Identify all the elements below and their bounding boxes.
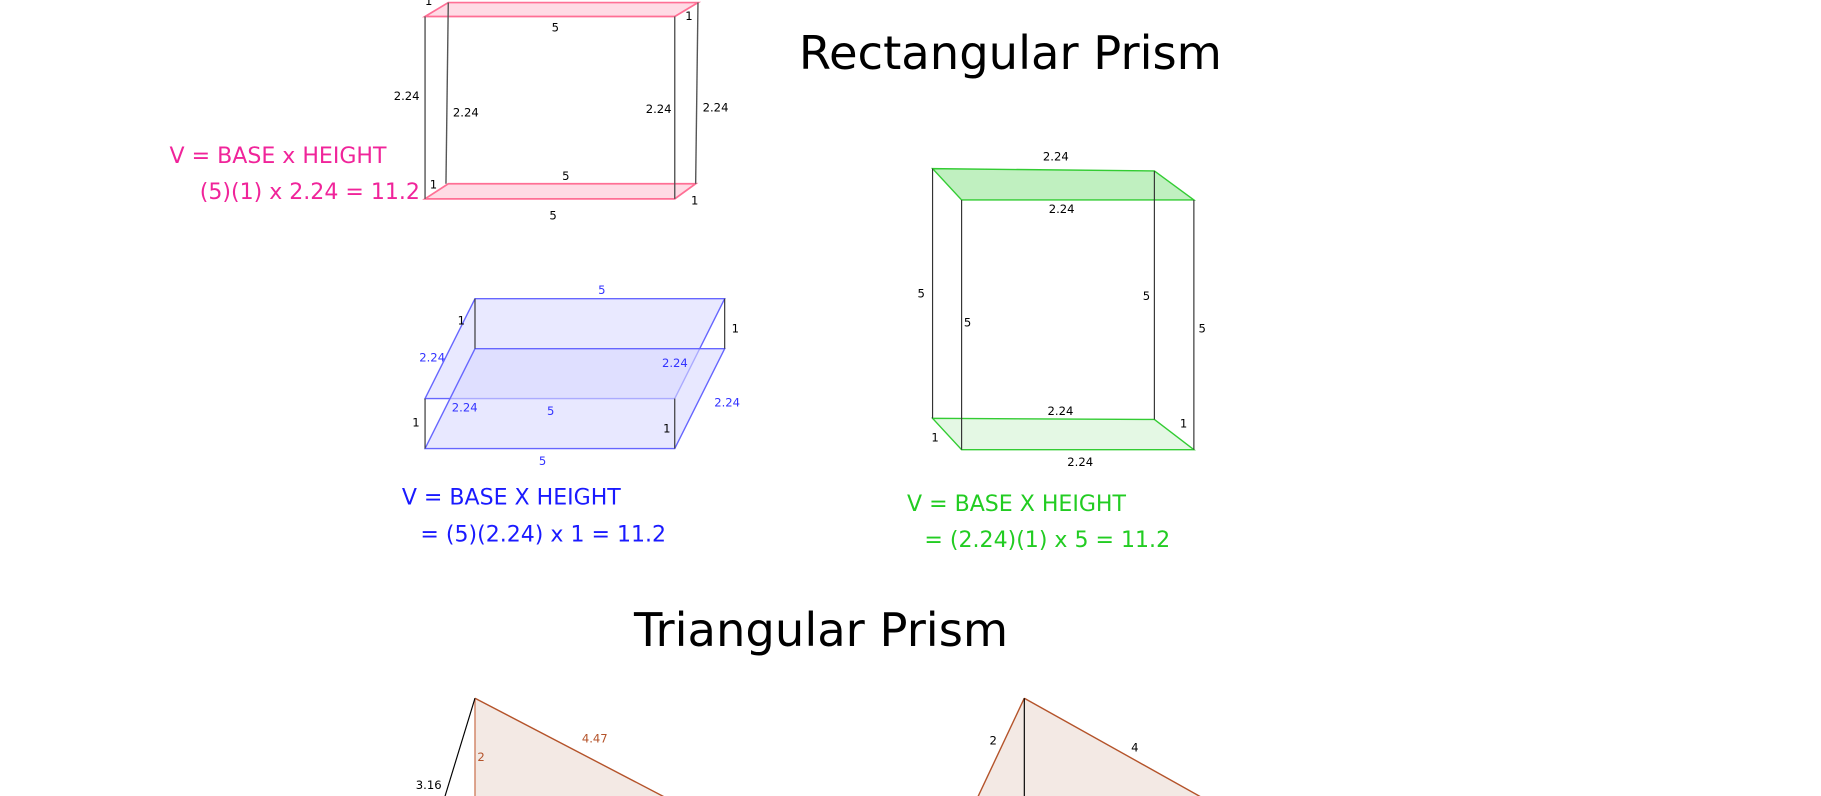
edge-label: 4 — [1131, 741, 1138, 755]
edge-label: 2.24 — [1067, 455, 1093, 469]
edge-label: 1 — [1180, 417, 1187, 431]
edge-label: 1 — [663, 421, 670, 435]
edge-label: 5 — [964, 316, 971, 330]
edge-label: 1 — [732, 321, 739, 335]
edge-label: 4.47 — [582, 731, 608, 745]
edge-label: 1 — [931, 431, 938, 445]
green-formula-line1: V = BASE X HEIGHT — [907, 492, 1126, 517]
edge-label: 5 — [1143, 289, 1150, 303]
edge-label: 5 — [917, 287, 924, 301]
pink-formula-line2: (5)(1) x 2.24 = 11.2 — [200, 180, 420, 205]
pink-formula-line1: V = BASE x HEIGHT — [170, 144, 387, 169]
edge-label: 2.24 — [1049, 202, 1075, 216]
pink-top-face — [421, 1, 702, 18]
edge-label: 1 — [458, 313, 465, 327]
edge-label: 5 — [552, 21, 559, 35]
edge-label: 1 — [691, 194, 698, 208]
edge-label: 2 — [477, 750, 484, 764]
green-bottom-face — [930, 417, 1196, 451]
edge-label: 2.24 — [1048, 404, 1074, 418]
right-triangle-face — [978, 698, 1200, 796]
title-triangular-prism: Triangular Prism — [633, 603, 1008, 657]
green-prism: 2.24 2.24 5 5 5 5 2.24 1 1 2.24 — [917, 150, 1205, 469]
blue-formula-line1: V = BASE X HEIGHT — [402, 485, 621, 510]
left-triangular-prism: 4.47 2 3.16 — [416, 697, 665, 796]
edge-label: 5 — [562, 169, 569, 183]
edge-label: 2.24 — [646, 102, 672, 116]
edge-label: 2.24 — [714, 396, 740, 410]
edge-label: 2 — [989, 734, 996, 748]
right-triangular-prism: 2 4 — [977, 697, 1201, 796]
pink-bottom-face — [422, 182, 699, 200]
blue-formula-line2: = (5)(2.24) x 1 = 11.2 — [420, 522, 666, 547]
edge-label: 5 — [539, 454, 546, 468]
edge-label: 1 — [425, 0, 432, 8]
edge-label: 2.24 — [1043, 150, 1069, 164]
edge-label: 2.24 — [394, 89, 420, 103]
green-formula-line2: = (2.24)(1) x 5 = 11.2 — [924, 528, 1170, 553]
edge-label: 2.24 — [703, 101, 729, 115]
edge-label: 5 — [598, 283, 605, 297]
edge-label: 1 — [685, 9, 692, 23]
edge-label: 1 — [412, 415, 419, 429]
edge-label: 3.16 — [416, 778, 442, 792]
edge-label: 2.24 — [419, 350, 445, 364]
title-rectangular-prism: Rectangular Prism — [799, 26, 1222, 80]
edge-label: 5 — [547, 404, 554, 418]
edge-label: 2.24 — [453, 105, 479, 119]
blue-prism: 5 2.24 2.24 2.24 5 2.24 5 1 1 1 1 — [412, 283, 740, 468]
pink-prism: 1 5 1 2.24 2.24 2.24 2.24 1 5 1 5 — [394, 0, 729, 223]
edge-label: 2.24 — [452, 400, 478, 414]
edge-label: 5 — [549, 209, 556, 223]
edge-label: 1 — [430, 177, 437, 191]
edge-label: 5 — [1199, 321, 1206, 335]
edge-label: 2.24 — [662, 356, 688, 370]
